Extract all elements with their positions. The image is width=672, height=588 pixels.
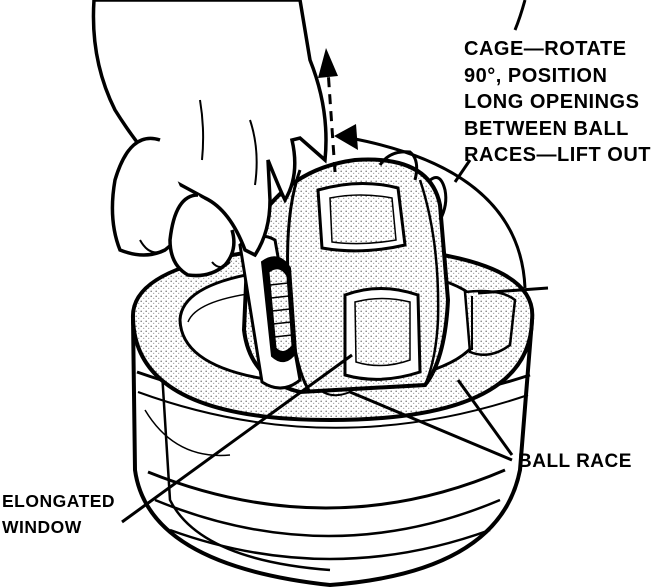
rotation-arrow — [334, 124, 549, 295]
cage-instruction-label: CAGE—ROTATE 90°, POSITION LONG OPENINGS … — [464, 36, 651, 169]
cage-line-5: RACES—LIFT OUT — [464, 144, 651, 166]
elongated-window-label: ELONGATED WINDOW — [2, 488, 115, 540]
cage-line-3: LONG OPENINGS — [464, 91, 640, 113]
window-leader — [121, 353, 353, 524]
ball-race-leader-1 — [349, 390, 513, 462]
cage-line-1: CAGE—ROTATE — [464, 38, 627, 60]
ball-race-label: BALL RACE — [518, 451, 632, 472]
window-line-2: WINDOW — [2, 517, 82, 537]
hand — [91, 0, 448, 278]
window-line-1: ELONGATED — [2, 491, 116, 511]
cage-leader-top — [513, 0, 527, 31]
cage-line-2: 90°, POSITION — [464, 64, 608, 87]
cage-line-4: BETWEEN BALL — [464, 117, 629, 140]
leader-lines — [121, 0, 527, 524]
ball-race-leader-2 — [456, 379, 514, 456]
cage-leader — [453, 159, 472, 183]
lift-arrow — [318, 48, 338, 173]
